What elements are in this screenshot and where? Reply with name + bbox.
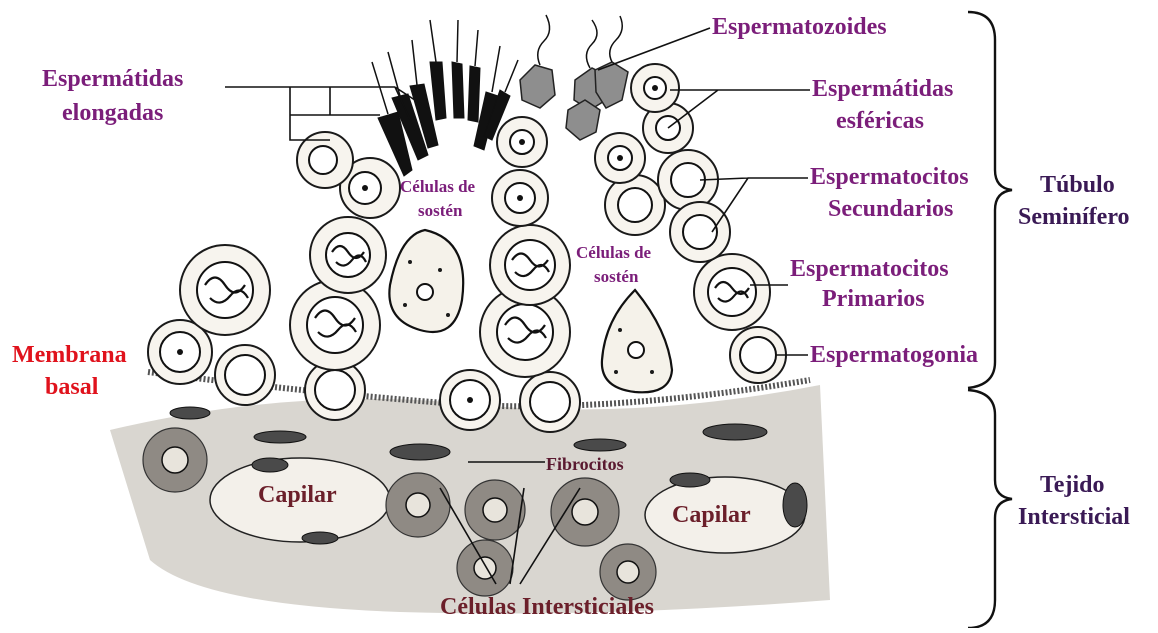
fibrocyte bbox=[574, 439, 626, 451]
label-tejido-intersticial-2: Intersticial bbox=[1018, 504, 1130, 530]
label-espermatozoides: Espermatozoides bbox=[712, 14, 887, 40]
cell-nucleus bbox=[197, 262, 253, 318]
cell-nucleus bbox=[618, 188, 652, 222]
brace-seminiferous-tubule bbox=[968, 12, 1012, 388]
cytoplasm-granule bbox=[618, 328, 622, 332]
brace-interstitial-tissue bbox=[968, 390, 1012, 628]
nucleolus bbox=[519, 139, 525, 145]
interstitial-cell-nucleus bbox=[572, 499, 598, 525]
fibrocyte bbox=[254, 431, 306, 443]
cytoplasm-granule bbox=[438, 268, 442, 272]
label-celulas-sosten-right-2: sostén bbox=[594, 267, 639, 286]
nucleolus bbox=[517, 195, 523, 201]
label-fibrocitos: Fibrocitos bbox=[546, 454, 624, 474]
label-espermatocitos-secundarios: Espermatocitos bbox=[810, 164, 969, 190]
interstitial-cell-nucleus bbox=[406, 493, 430, 517]
interstitial-cell-nucleus bbox=[617, 561, 639, 583]
cell-nucleus bbox=[225, 355, 265, 395]
label-espermatidas-esfericas-2: esféricas bbox=[836, 108, 924, 134]
interstitial-cell-nucleus bbox=[474, 557, 496, 579]
fibrocyte bbox=[703, 424, 767, 440]
cell-nucleus bbox=[326, 233, 370, 277]
nucleolus bbox=[177, 349, 183, 355]
label-tubulo-seminifero: Túbulo bbox=[1040, 172, 1115, 198]
sertoli-nucleolus bbox=[417, 284, 433, 300]
germ-cells bbox=[148, 64, 786, 432]
elongated-spermatid bbox=[430, 62, 446, 120]
label-celulas-intersticiales: Células Intersticiales bbox=[440, 594, 654, 620]
sertoli-nucleolus bbox=[628, 342, 644, 358]
label-espermatidas-elongadas-2: elongadas bbox=[62, 100, 163, 126]
cytoplasm-granule bbox=[408, 260, 412, 264]
fibrocyte bbox=[170, 407, 210, 419]
interstitial-cell-nucleus bbox=[483, 498, 507, 522]
interstitial-cell-nucleus bbox=[162, 447, 188, 473]
sertoli-cell-left bbox=[389, 230, 463, 332]
label-membrana-basal-2: basal bbox=[45, 374, 99, 400]
cytoplasm-granule bbox=[446, 313, 450, 317]
label-celulas-sosten-left: Células de bbox=[400, 177, 476, 196]
label-capilar-left: Capilar bbox=[258, 482, 337, 508]
cell-nucleus bbox=[683, 215, 717, 249]
label-tejido-intersticial: Tejido bbox=[1040, 472, 1104, 498]
spermatozoon-head bbox=[566, 100, 600, 140]
spermatozoon-head bbox=[520, 65, 555, 108]
nucleolus bbox=[467, 397, 473, 403]
label-membrana-basal: Membrana bbox=[12, 342, 127, 368]
label-espermatocitos-secundarios-2: Secundarios bbox=[828, 196, 953, 222]
label-celulas-sosten-left-2: sostén bbox=[418, 201, 463, 220]
label-espermatidas-esfericas: Espermátidas bbox=[812, 76, 953, 102]
cytoplasm-granule bbox=[614, 370, 618, 374]
spermatozoon-tails bbox=[538, 15, 623, 68]
label-celulas-sosten-right: Células de bbox=[576, 243, 652, 262]
cytoplasm-granule bbox=[650, 370, 654, 374]
elongated-spermatid bbox=[468, 66, 480, 122]
label-espermatidas-elongadas: Espermátidas bbox=[42, 66, 183, 92]
cell-nucleus bbox=[671, 163, 705, 197]
fibrocyte bbox=[390, 444, 450, 460]
cell-nucleus bbox=[530, 382, 570, 422]
cell-nucleus bbox=[497, 304, 553, 360]
cell-nucleus bbox=[505, 240, 555, 290]
fibrocyte bbox=[302, 532, 338, 544]
label-espermatocitos-primarios-2: Primarios bbox=[822, 286, 925, 312]
fibrocyte bbox=[252, 458, 288, 472]
cell-nucleus bbox=[309, 146, 337, 174]
nucleolus bbox=[617, 155, 623, 161]
label-espermatogonia: Espermatogonia bbox=[810, 342, 978, 368]
cytoplasm-granule bbox=[403, 303, 407, 307]
cell-nucleus bbox=[708, 268, 756, 316]
nucleolus bbox=[652, 85, 658, 91]
label-capilar-right: Capilar bbox=[672, 502, 751, 528]
label-tubulo-seminifero-2: Seminífero bbox=[1018, 204, 1130, 230]
fibrocyte bbox=[670, 473, 710, 487]
cell-nucleus bbox=[315, 370, 355, 410]
elongated-spermatid bbox=[452, 62, 464, 118]
cell-nucleus bbox=[307, 297, 363, 353]
elongated-spermatids bbox=[372, 20, 518, 176]
label-espermatocitos-primarios: Espermatocitos bbox=[790, 256, 949, 282]
cell-nucleus bbox=[740, 337, 776, 373]
nucleolus bbox=[362, 185, 368, 191]
fibrocyte bbox=[783, 483, 807, 527]
